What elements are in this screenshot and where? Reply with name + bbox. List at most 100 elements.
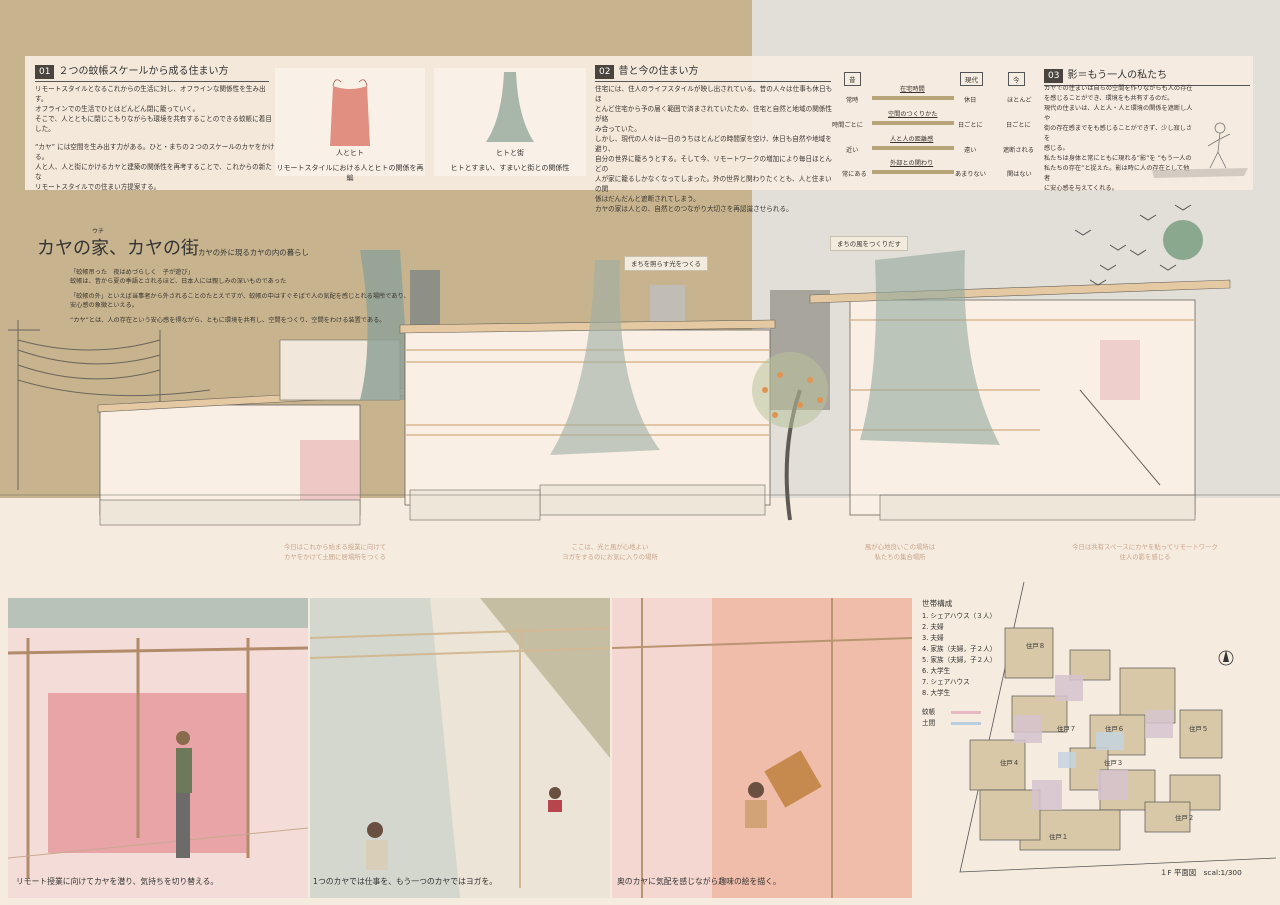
table-bar: [872, 96, 954, 100]
legend-kaya-label: 蚊帳: [922, 708, 936, 716]
section3-title: 影＝もう一人の私たち: [1067, 70, 1168, 81]
section2-line: しかし、現代の人々は一日のうちほとんどの時間家を空け、休日も自然や地域を避り、: [595, 135, 832, 153]
perspective-1-illustration: [8, 598, 308, 898]
table-bar: [872, 146, 954, 150]
section2-line: 人が家に籠るしかなくなってしまった。外の世界と関わりたくとも、人と住まいの関: [595, 175, 832, 193]
table-topic: 在宅時間: [900, 86, 925, 93]
card2-caption: ヒトとすまい、すまいと街との関係性: [450, 164, 570, 172]
table-header-modern: 現代: [960, 72, 983, 86]
section3-line: 現代の住まいは、人と人・人と環境の関係を遮断し人や: [1044, 105, 1193, 122]
section-caption: 今日はこれから始まる授業に向けて カヤをかけて土間に居場所をつくる: [270, 542, 400, 562]
table-modern: あまりない: [955, 171, 986, 178]
section2-text: 住宅には、住人のライフスタイルが映し出されている。昔の人々は仕事も休日もほ とん…: [595, 84, 835, 214]
plan-unit-label: 住戸７: [1057, 725, 1077, 733]
legend-item: 4. 家族（夫婦，子２人）: [922, 645, 997, 653]
perspective-caption: 奥のカヤに気配を感じながら趣味の絵を描く。: [617, 877, 781, 886]
section1-number: 01: [35, 65, 55, 79]
section2-title: 昔と今の住まい方: [618, 66, 699, 77]
perspective-3-illustration: [612, 598, 912, 898]
legend-kaya: 蚊帳: [922, 707, 996, 718]
birds-illustration: [1074, 204, 1192, 286]
section-caption: 風が心地良いこの場所は 私たちの集合場所: [840, 542, 960, 562]
section1-line: オフラインでの生活でひとはどんどん閉に籠っていく。: [35, 105, 200, 113]
section2-line: 自分の世界に籠ろうとする。そして今、リモートワークの増加により毎日ほとんどの: [595, 155, 832, 173]
section3-line: カヤでの住まいは自らの空間を作りながらも人の存在: [1044, 85, 1193, 92]
section3-line: 私たちの存在”と捉えた。影は時に人の存在として他者: [1044, 165, 1190, 182]
table-modern: 遠い: [964, 147, 977, 154]
household-legend: 世帯構成 1. シェアハウス（３人） 2. 夫婦 3. 夫婦 4. 家族（夫婦，…: [922, 598, 996, 729]
table-past: 常時: [846, 97, 859, 104]
caption-line: ヨガをするのにお気に入りの場所: [562, 553, 658, 561]
card1-title: 人とヒト: [336, 149, 364, 157]
table-bar: [872, 121, 954, 125]
section2-line: 係はだんだんと遮断されてしまう。: [595, 195, 700, 203]
caption-line: ここは、光と風が心地よい: [571, 543, 649, 551]
caption-line: カヤをかけて土間に居場所をつくる: [283, 553, 387, 561]
main-title: カヤの家、カヤの街: [37, 238, 199, 259]
table-now: 日ごとに: [1006, 122, 1031, 129]
legend-title: 世帯構成: [922, 599, 953, 608]
card-person-person: 人とヒト リモートスタイルにおける人とヒトの関係を再編: [275, 68, 425, 182]
plan-unit-label: 住戸８: [1026, 642, 1046, 650]
section2-line: み合っていた。: [595, 125, 641, 133]
sun-illustration: [1163, 220, 1203, 260]
floor-plan-drawing: [959, 581, 1277, 873]
caption-line: 風が心地良いこの場所は: [864, 543, 936, 551]
intro-line: 「蚊帳の外」といえば当事者から外されることのたとえですが、蚊帳の中はすぐそばで人…: [70, 293, 410, 300]
tree-illustration: [752, 352, 828, 521]
plan-unit-label: 住戸４: [1000, 759, 1020, 767]
callout-wind: まちの風をつくりだす: [830, 236, 908, 251]
table-past: 常にある: [842, 171, 867, 178]
section-caption: ここは、光と風が心地よい ヨガをするのにお気に入りの場所: [550, 542, 670, 562]
table-now: 遮断される: [1003, 147, 1034, 154]
plan-unit-label: 住戸６: [1105, 725, 1125, 733]
caption-line: 今日は共有スペースにカヤを貼ってリモートワーク: [1072, 543, 1218, 551]
table-now: 関はない: [1007, 171, 1032, 178]
table-header-past: 昔: [844, 72, 861, 86]
section1-line: “カヤ” には空間を生み出す力がある。ひと・まちの２つのスケールのカヤをかける。: [35, 143, 275, 161]
legend-item: 7. シェアハウス: [922, 678, 970, 686]
legend-item: 1. シェアハウス（３人）: [922, 612, 997, 620]
shadow-figure-illustration: [1152, 122, 1248, 178]
card-person-city: ヒトと街 ヒトとすまい、すまいと街との関係性: [434, 68, 586, 176]
table-topic: 空間のつくりかた: [888, 111, 938, 118]
table-topic: 外部との関わり: [890, 160, 934, 167]
section2-line: カヤの家は人との、自然とのつながり大切さを再認識させられる。: [595, 205, 793, 213]
perspective-caption: 1つのカヤでは仕事を、もう一つのカヤではヨガを。: [313, 877, 498, 886]
section1-text: リモートスタイルとなるこれからの生活に対し、オフラインな関係性を生み出す。 オフ…: [35, 84, 275, 192]
perspective-caption: リモート授業に向けてカヤを潜り、気持ちを切り替える。: [16, 877, 219, 886]
caption-line: 私たちの集合場所: [874, 553, 926, 561]
legend-doma-label: 土間: [922, 719, 936, 727]
table-past: 近い: [846, 147, 859, 154]
perspective-2-illustration: [310, 598, 610, 898]
main-subtitle: カヤの外に現るカヤの内の暮らし: [198, 248, 309, 257]
legend-item: 3. 夫婦: [922, 634, 944, 642]
section1-line: そこで、人とともに閉じこもりながらも環境を共有することのできる蚊帳に着目した。: [35, 115, 272, 133]
intro-text: 「蚊帳吊った 夜はめづらしく 子が遊び」 蚊帳は、昔から夏の季語とされるほど、日…: [70, 268, 410, 325]
plan-unit-label: 住戸１: [1049, 833, 1069, 841]
house-center: [399, 260, 776, 521]
house-right: [809, 250, 1231, 521]
card2-title: ヒトと街: [496, 149, 524, 157]
plan-unit-label: 住戸５: [1189, 725, 1209, 733]
table-bar: [872, 170, 954, 174]
plan-unit-label: 住戸２: [1175, 814, 1195, 822]
legend-item: 2. 夫婦: [922, 623, 944, 631]
table-now: ほとんど: [1007, 97, 1032, 104]
intro-line: 安心感の象徴といえる。: [70, 302, 138, 309]
legend-kaya-swatch: [951, 710, 982, 714]
section3-line: 感じる。: [1044, 145, 1069, 152]
section3-number: 03: [1044, 69, 1064, 83]
legend-doma-swatch: [951, 721, 982, 725]
section1-title: ２つの蚊帳スケールから成る住まい方: [58, 66, 229, 77]
table-header-now: 今: [1008, 72, 1025, 86]
legend-item: 8. 大学生: [922, 689, 951, 697]
section2-line: とんど住宅から予の届く範囲で済まされていたため、住宅と自然と地域の関係性が絡: [595, 105, 832, 123]
section3-line: 街の存在感までをも感じることができず、少し寂しさを: [1044, 125, 1193, 142]
table-past: 時間ごとに: [832, 122, 863, 129]
section2-number: 02: [595, 65, 615, 79]
section1-line: リモートスタイルでの住まい方提案する。: [35, 183, 161, 191]
